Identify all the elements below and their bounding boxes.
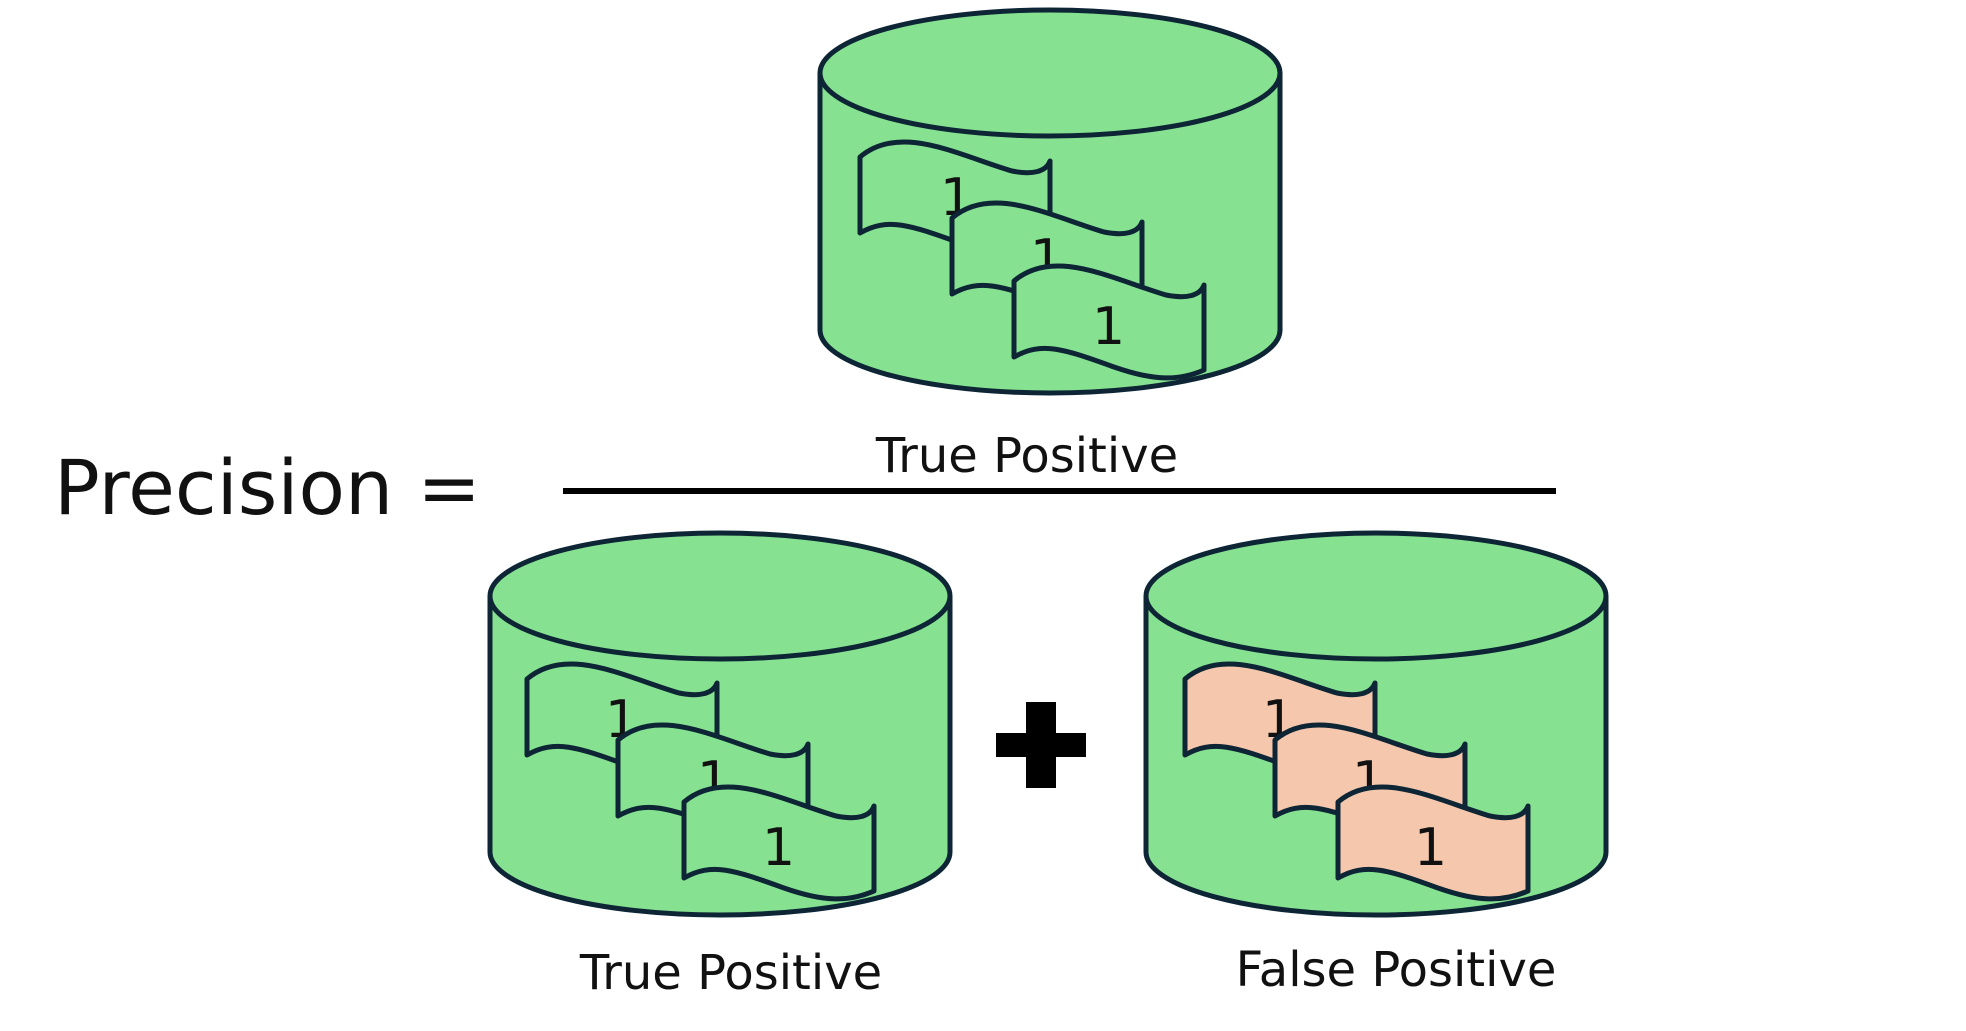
bill-digit: 1 [1092,297,1125,357]
money-bill-icon: 1 [1338,787,1528,899]
bill-digit: 1 [1414,818,1447,878]
bill-digit: 1 [762,818,795,878]
false-positive-bill-stack: 1 1 1 [1185,664,1528,899]
true-positive-bill-stack: 1 1 1 [527,664,874,899]
plus-icon [996,702,1086,788]
money-bill-icon: 1 [1014,266,1204,378]
money-bill-icon: 1 [684,787,874,899]
true-positive-database-cylinder-icon: 1 1 1 [487,530,953,918]
numerator-bill-stack: 1 1 1 [860,142,1204,378]
numerator-label: True Positive [875,428,1178,484]
denominator-false-positive-label: False Positive [1236,942,1557,998]
numerator-database-cylinder-icon: 1 1 1 [817,7,1283,396]
false-positive-database-cylinder-icon: 1 1 1 [1143,530,1609,918]
denominator-true-positive-label: True Positive [579,945,882,1001]
precision-label: Precision = [54,443,481,532]
